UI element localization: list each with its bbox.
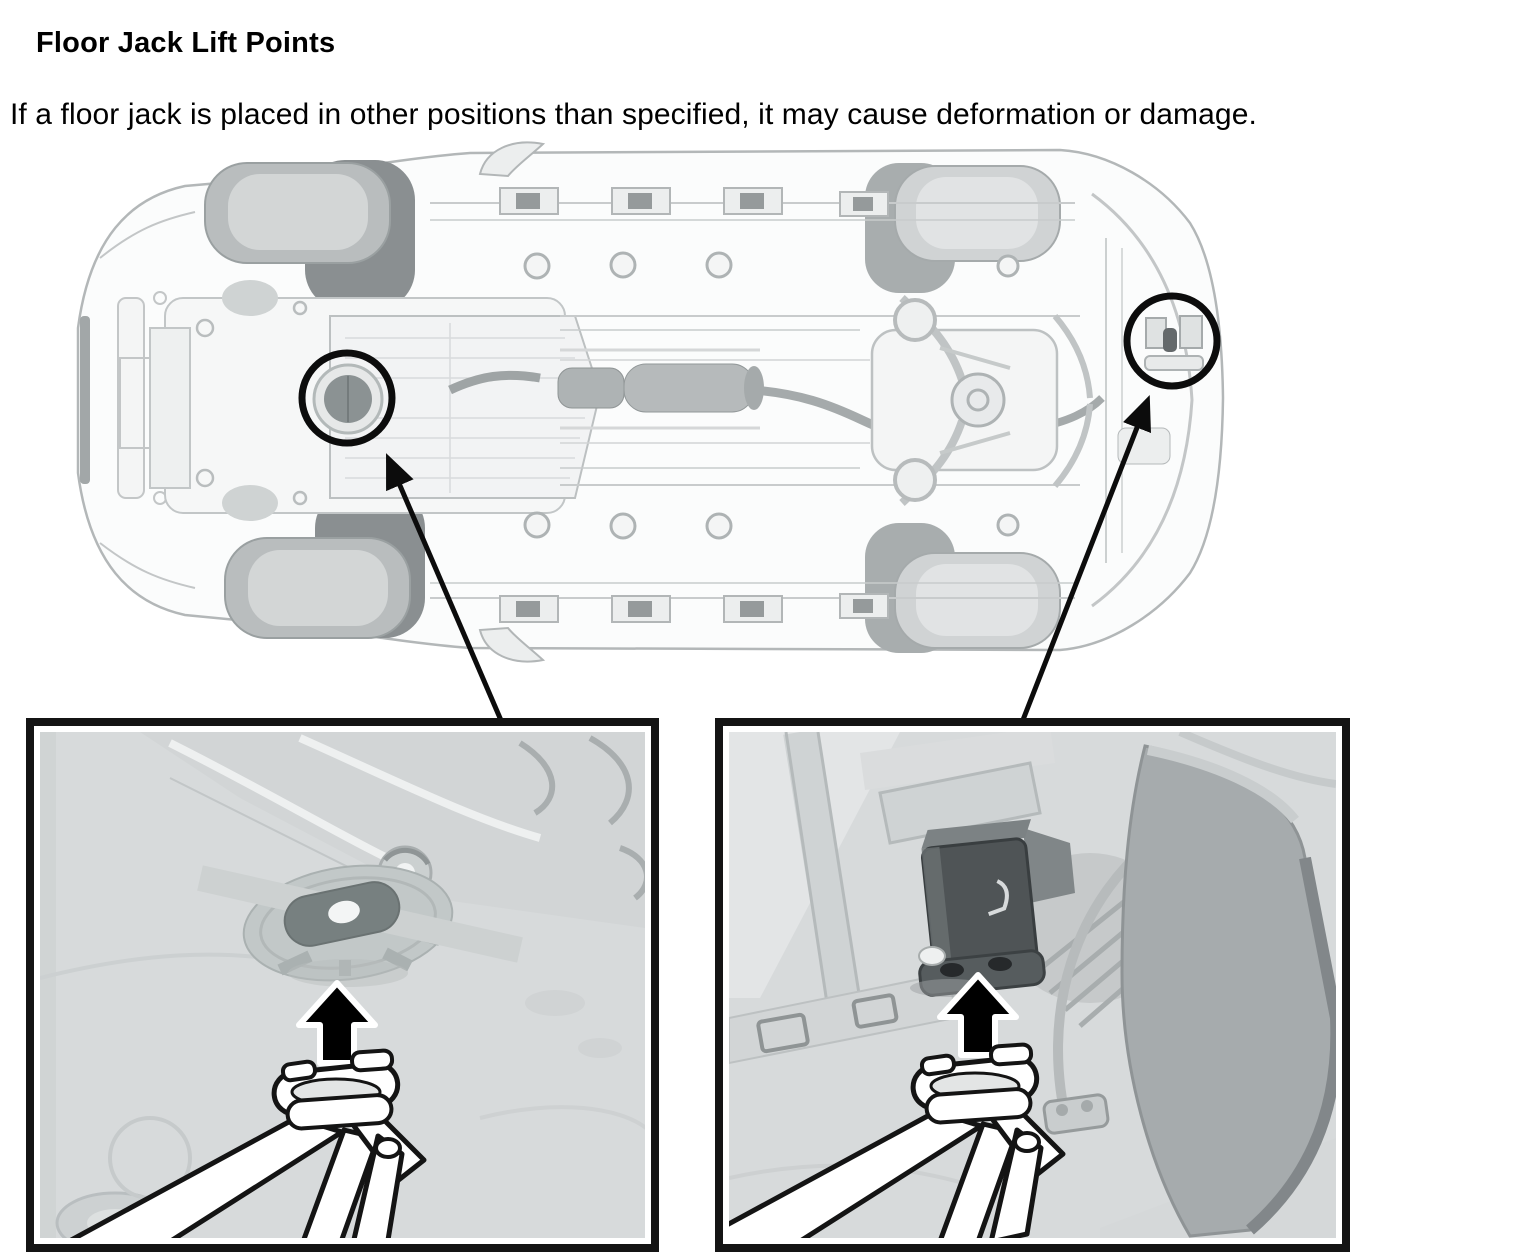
front-leader-arrow bbox=[386, 453, 506, 726]
side-mirror-top bbox=[478, 141, 546, 178]
front-detail-inset bbox=[26, 718, 659, 1252]
rear-lift-point-hardware bbox=[1144, 315, 1204, 371]
wheel-rear-right bbox=[894, 552, 1061, 649]
front-lift-point-hardware bbox=[312, 363, 384, 435]
mud-guard bbox=[1120, 744, 1336, 1238]
wheel-front-left bbox=[204, 162, 391, 264]
rear-lift-point-marker bbox=[1123, 292, 1221, 390]
car-underbody-diagram bbox=[76, 141, 1225, 663]
rear-leader-arrow bbox=[1018, 395, 1151, 726]
wheel-front-right bbox=[224, 537, 411, 639]
wheel-rear-left bbox=[894, 165, 1061, 262]
front-lift-point-marker bbox=[298, 349, 396, 447]
intro-text: If a floor jack is placed in other posit… bbox=[10, 98, 1257, 131]
rear-suspension bbox=[870, 295, 1093, 506]
floor-jack-figure bbox=[0, 138, 1540, 1258]
rear-detail-inset bbox=[715, 718, 1350, 1252]
front-jack-pad bbox=[197, 864, 523, 987]
side-mirror-bottom bbox=[478, 626, 546, 663]
front-bumper-bar bbox=[80, 316, 90, 484]
page-title: Floor Jack Lift Points bbox=[36, 27, 336, 60]
